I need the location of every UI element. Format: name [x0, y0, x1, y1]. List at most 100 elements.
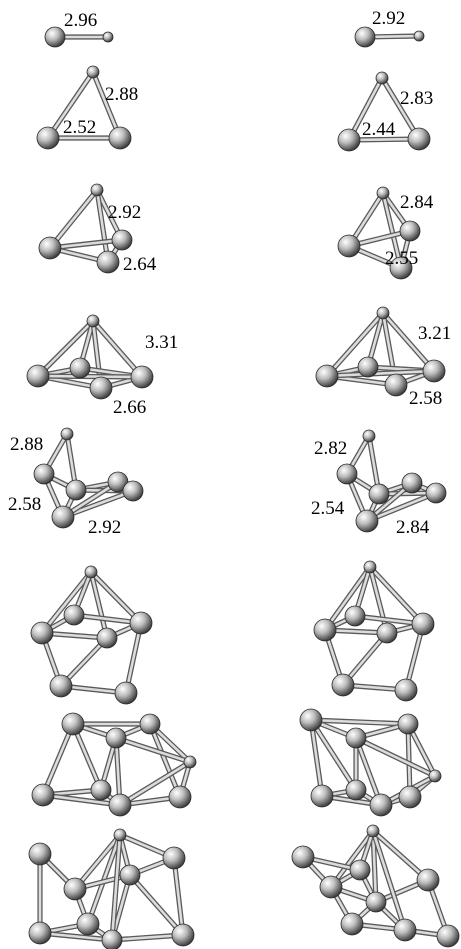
atom-sphere — [394, 678, 418, 702]
bond — [127, 872, 186, 938]
atom-sphere — [168, 785, 192, 809]
atom-sphere — [393, 918, 417, 942]
atom-sphere — [26, 364, 50, 388]
atom-sphere — [340, 912, 364, 936]
atom-sphere — [38, 236, 62, 260]
atom-sphere — [162, 846, 186, 870]
bond-length-label: 2.84 — [396, 517, 430, 538]
atom-sphere — [60, 427, 74, 441]
atom-sphere — [436, 924, 460, 948]
bond-length-label: 2.58 — [409, 388, 442, 409]
bond-length-label: 2.83 — [400, 88, 433, 109]
atom-sphere — [113, 828, 127, 842]
bond — [405, 721, 413, 800]
atom-sphere — [44, 26, 66, 48]
bond-length-label: 2.88 — [10, 434, 43, 455]
bond-length-label: 2.44 — [362, 119, 396, 140]
bond — [370, 828, 379, 905]
atom-sphere — [299, 708, 323, 732]
bond-length-label: 2.92 — [372, 8, 405, 29]
bond — [47, 187, 100, 251]
bond-length-label: 2.58 — [8, 494, 41, 515]
atom-sphere — [130, 365, 154, 389]
bond — [379, 75, 422, 142]
atom-sphere — [90, 183, 104, 197]
atom-sphere — [368, 483, 390, 505]
bond — [147, 721, 183, 800]
atom-sphere — [63, 877, 87, 901]
atom-sphere — [291, 845, 315, 869]
bond — [35, 318, 96, 379]
atom-sphere — [129, 611, 153, 635]
atom-sphere — [28, 921, 52, 945]
atom-sphere — [376, 306, 390, 320]
atom-sphere — [69, 357, 91, 379]
atom-sphere — [86, 314, 100, 328]
bond — [37, 930, 115, 943]
bond-length-label: 2.92 — [108, 202, 141, 223]
atom-sphere — [384, 373, 408, 397]
bond-length-label: 2.88 — [105, 84, 138, 105]
atom-sphere — [84, 565, 98, 579]
atom-sphere — [36, 126, 60, 150]
atom-sphere — [375, 71, 389, 85]
bond — [45, 69, 96, 141]
atom-sphere — [413, 30, 425, 42]
bond-length-label: 2.84 — [400, 192, 434, 213]
bond — [39, 569, 94, 636]
atom-sphere — [63, 604, 85, 626]
atom-sphere — [108, 126, 132, 150]
bond — [90, 69, 123, 141]
atom-sphere — [31, 783, 55, 807]
atom-sphere — [51, 505, 75, 529]
atom-sphere — [183, 755, 197, 769]
atom-sphere — [344, 605, 366, 627]
bond — [171, 855, 186, 938]
atom-sphere — [345, 727, 367, 749]
bond-length-label: 2.55 — [385, 248, 418, 269]
atom-sphere — [28, 842, 52, 866]
atom-sphere — [30, 621, 54, 645]
atom-sphere — [313, 618, 337, 642]
atom-sphere — [102, 31, 114, 43]
atom-sphere — [108, 793, 132, 817]
bond — [70, 721, 104, 793]
atom-sphere — [119, 864, 141, 886]
atom-sphere — [171, 923, 195, 947]
atom-sphere — [310, 784, 334, 808]
bond-length-label: 2.64 — [123, 254, 157, 275]
atom-sphere — [76, 912, 100, 936]
bond-length-label: 2.66 — [113, 397, 146, 418]
bond-length-label: 3.21 — [418, 323, 451, 344]
atom-sphere — [349, 859, 371, 881]
bond — [109, 832, 123, 943]
atom-sphere — [105, 727, 127, 749]
atom-sphere — [49, 674, 73, 698]
bond — [117, 759, 193, 808]
atom-sphere — [366, 824, 380, 838]
atom-sphere — [86, 65, 100, 79]
atom-sphere — [90, 779, 112, 801]
bond — [94, 187, 111, 265]
atom-sphere — [96, 250, 120, 274]
atom-sphere — [345, 779, 367, 801]
atom-sphere — [89, 376, 113, 400]
atom-sphere — [428, 769, 442, 783]
bond — [90, 318, 145, 380]
atom-sphere — [363, 560, 377, 574]
atom-sphere — [357, 356, 379, 378]
bond — [328, 828, 376, 890]
bond — [113, 735, 193, 765]
atom-sphere — [139, 713, 161, 735]
atom-sphere — [61, 712, 85, 736]
bond — [353, 735, 438, 779]
bond — [72, 832, 123, 892]
bond — [60, 488, 136, 520]
bond — [364, 490, 439, 524]
atom-sphere — [319, 875, 343, 899]
atom-sphere — [337, 234, 361, 258]
bond-length-label: 2.82 — [314, 438, 347, 459]
atom-sphere — [416, 868, 440, 892]
bond — [367, 564, 426, 627]
